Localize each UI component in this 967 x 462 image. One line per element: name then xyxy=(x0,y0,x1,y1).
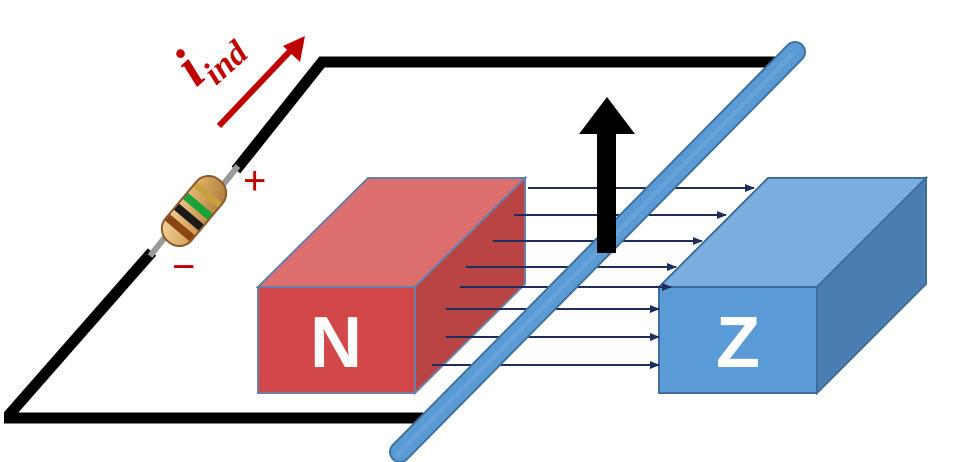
south-magnet-front xyxy=(658,286,818,394)
resistor-band-1 xyxy=(165,214,195,242)
circuit-wire xyxy=(3,56,775,424)
resistor xyxy=(160,174,228,248)
plus-sign: + xyxy=(243,159,266,203)
top-rail xyxy=(231,56,775,174)
north-magnet: N xyxy=(255,175,528,396)
north-label: N xyxy=(310,303,362,383)
resistor-lead-bottom xyxy=(147,234,169,258)
south-magnet: Z xyxy=(656,175,929,396)
north-magnet-front xyxy=(257,286,416,394)
resistor-band-3 xyxy=(183,193,213,220)
resistor-band-4 xyxy=(193,182,222,208)
current-arrow xyxy=(216,36,305,129)
resistor-lead-top xyxy=(219,164,241,188)
south-label: Z xyxy=(716,303,760,383)
current-label: iind xyxy=(161,8,256,103)
resistor-band-2 xyxy=(174,203,204,231)
velocity-arrow xyxy=(579,97,635,253)
minus-sign: − xyxy=(172,245,195,289)
left-wire-lower xyxy=(3,248,157,420)
svg-text:iind: iind xyxy=(161,8,256,103)
